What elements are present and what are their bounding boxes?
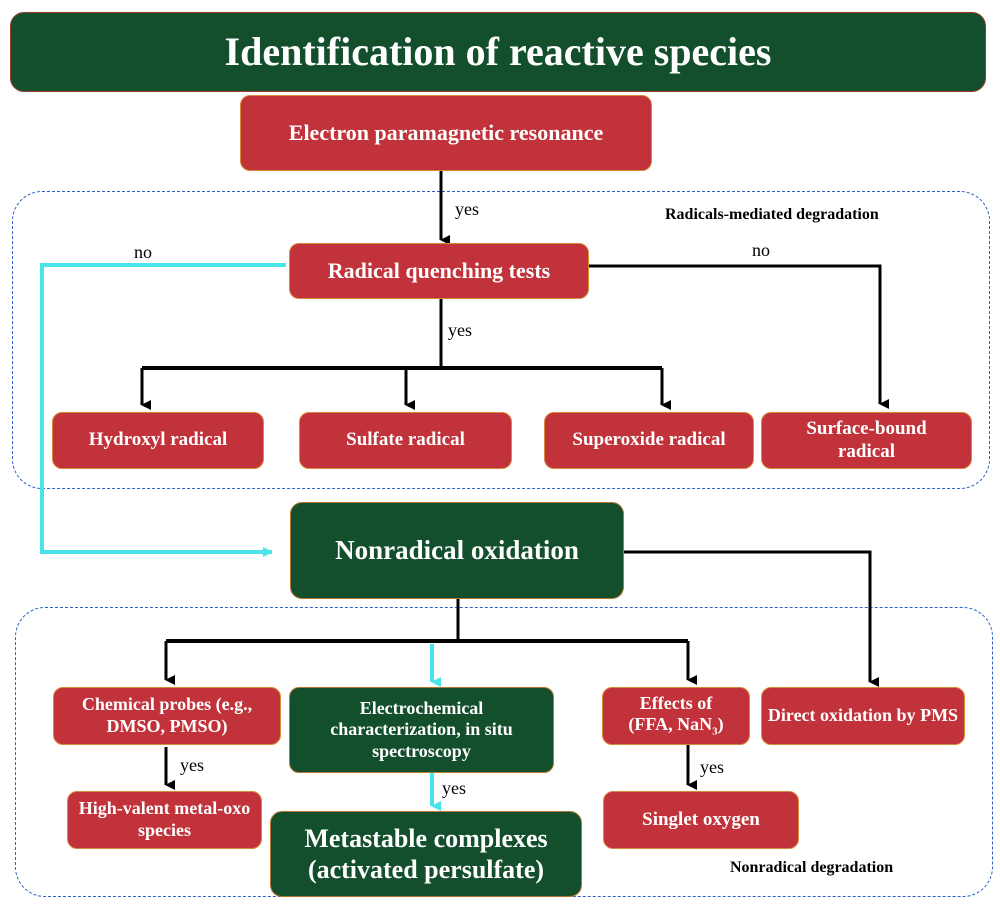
node-hydroxyl: Hydroxyl radical (52, 412, 264, 469)
node-metastable: Metastable complexes (activated persulfa… (270, 811, 582, 897)
effects-line2-post: ) (717, 714, 724, 735)
node-quench-label: Radical quenching tests (327, 257, 551, 283)
edge-nonradical-direct (624, 550, 879, 687)
node-probes: Chemical probes (e.g., DMSO, PMSO) (53, 687, 281, 745)
edge-quench-surface (589, 264, 889, 409)
node-electrochem: Electrochemical characterization, in sit… (289, 687, 554, 773)
node-probes-label: Chemical probes (e.g., DMSO, PMSO) (81, 694, 253, 736)
effects-line2-pre: (FFA, NaN (628, 714, 713, 735)
node-surface: Surface-bound radical (761, 412, 972, 469)
region-label-radicals: Radicals-mediated degradation (665, 206, 879, 223)
node-direct: Direct oxidation by PMS (761, 687, 965, 745)
edge-label-electrochem-yes: yes (442, 778, 466, 798)
node-hydroxyl-label: Hydroxyl radical (88, 429, 228, 451)
edge-quench-nonradical (40, 263, 286, 557)
node-epr-label: Electron paramagnetic resonance (288, 119, 604, 145)
edge-label-quench-yes: yes (448, 320, 472, 340)
node-sulfate-label: Sulfate radical (346, 429, 465, 451)
edge-label-probes-yes: yes (180, 755, 204, 775)
node-singlet-label: Singlet oxygen (642, 808, 760, 830)
node-superoxide: Superoxide radical (544, 412, 754, 469)
node-surface-label: Surface-bound radical (806, 417, 927, 462)
node-quench: Radical quenching tests (289, 243, 589, 299)
node-metastable-label: Metastable complexes (activated persulfa… (304, 823, 548, 884)
node-nonradical-label: Nonradical oxidation (335, 535, 579, 566)
node-effects: Effects of (FFA, NaN3) (602, 687, 750, 745)
node-direct-label: Direct oxidation by PMS (767, 705, 959, 726)
node-effects-line2: (FFA, NaN3) (628, 714, 723, 739)
node-nonradical: Nonradical oxidation (290, 502, 624, 599)
region-label-nonradical: Nonradical degradation (730, 859, 894, 876)
radicals-region (12, 191, 990, 489)
node-sulfate: Sulfate radical (299, 412, 512, 469)
node-effects-line1: Effects of (639, 692, 713, 713)
effects-subscript: 3 (712, 726, 718, 738)
node-highvalent: High-valent metal-oxo species (67, 791, 262, 849)
diagram-title-text: Identification of reactive species (224, 29, 772, 74)
edge-label-effects-yes: yes (700, 757, 724, 777)
edge-label-quench-no-right: no (752, 240, 770, 260)
node-highvalent-label: High-valent metal-oxo species (78, 798, 251, 840)
node-singlet: Singlet oxygen (603, 791, 799, 849)
diagram-title: Identification of reactive species (10, 12, 986, 92)
node-superoxide-label: Superoxide radical (572, 429, 726, 451)
node-electrochem-label: Electrochemical characterization, in sit… (330, 697, 513, 761)
edge-label-quench-no-left: no (134, 242, 152, 262)
edge-label-epr-yes: yes (455, 199, 479, 219)
node-epr: Electron paramagnetic resonance (240, 95, 652, 171)
